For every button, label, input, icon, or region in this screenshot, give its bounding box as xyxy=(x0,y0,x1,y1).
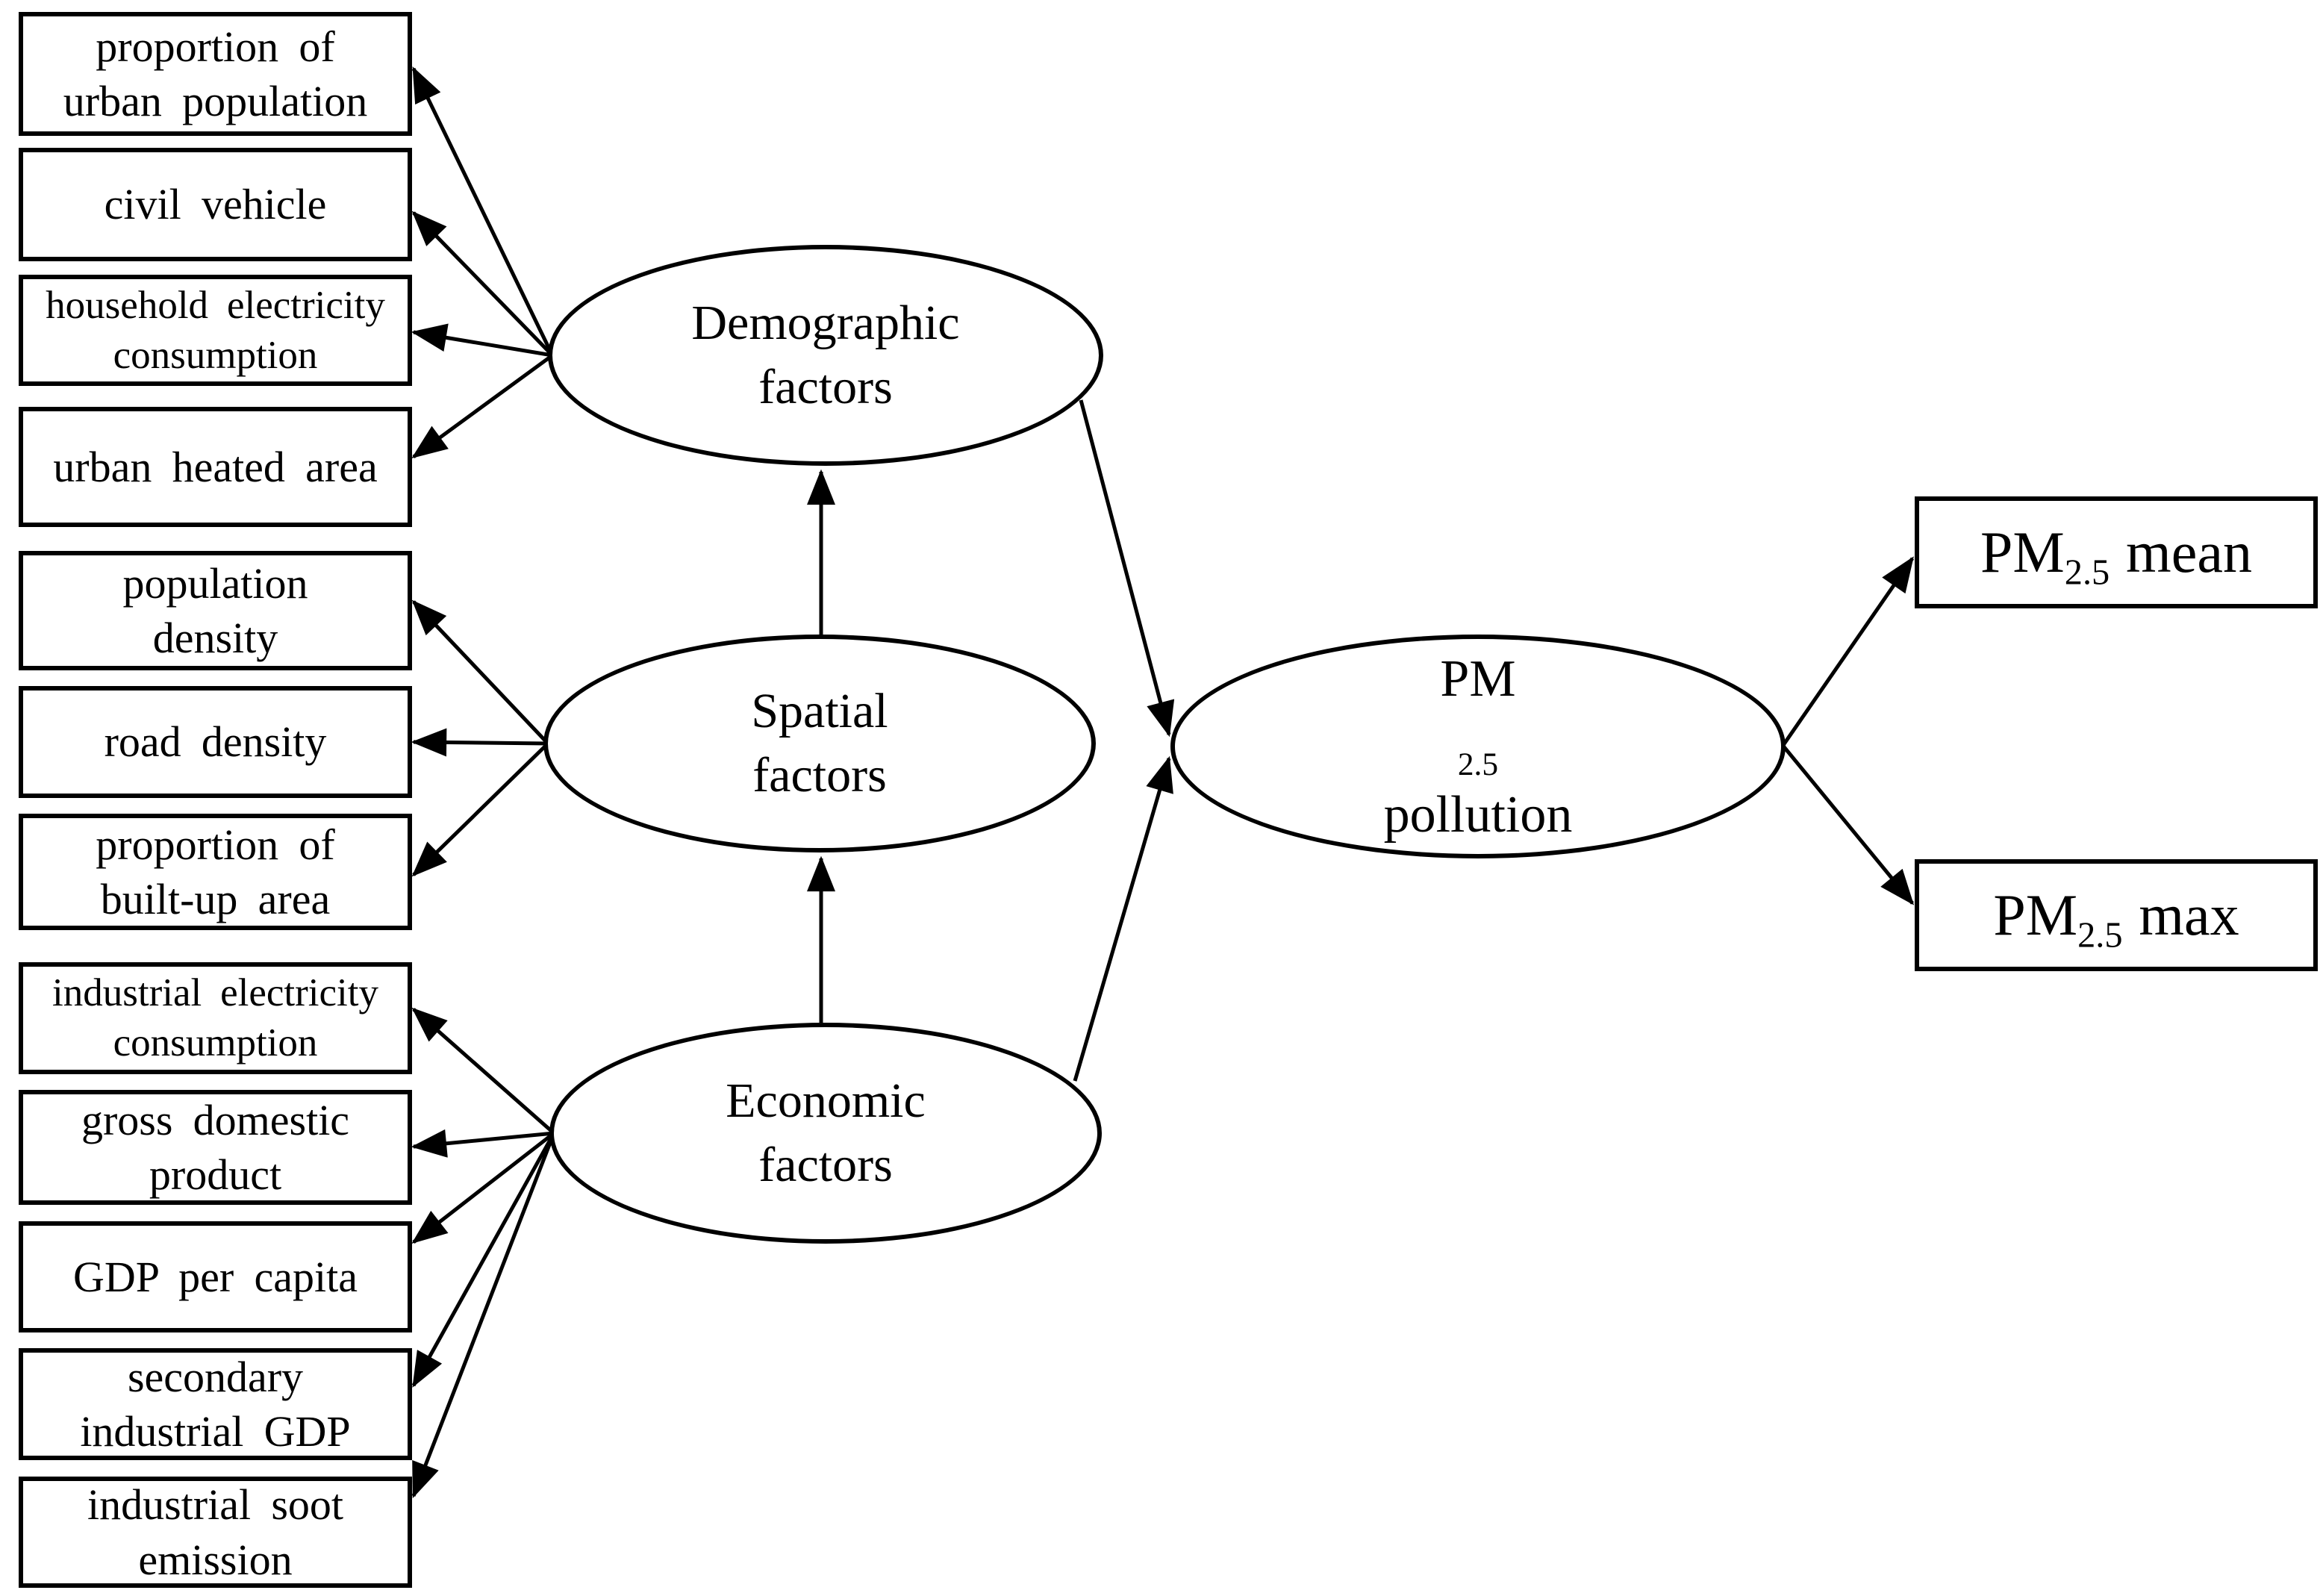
latent-ellipse-economic-factors: Economic factors xyxy=(549,1023,1102,1244)
box-label-line: urban heated area xyxy=(53,442,378,491)
box-label-line: road density xyxy=(104,717,327,767)
indicator-box-proportion-of-urban-population: proportion of urban population xyxy=(19,12,412,136)
indicator-box-household-electricity-consumption: household electricity consumption xyxy=(19,275,412,386)
pm-subscript: 2.5 xyxy=(1457,746,1499,782)
ellipse-label-line: PM 2.5 xyxy=(1440,645,1515,781)
pm-subscript: 2.5 xyxy=(2077,915,2123,956)
indicator-box-secondary-industrial-gdp: secondary industrial GDP xyxy=(19,1348,412,1460)
indicator-box-urban-heated-area: urban heated area xyxy=(19,407,412,527)
ellipse-label-line: Economic xyxy=(726,1073,926,1129)
arrow-spatial-to-proportion-of-built-up-area xyxy=(411,742,549,877)
pm-prefix: PM xyxy=(1440,649,1516,708)
ellipse-label-line: factors xyxy=(758,360,893,414)
outcome-box-pm25-max: PM2.5 max xyxy=(1915,859,2318,971)
indicator-box-road-density: road density xyxy=(19,686,412,798)
ellipse-label-line: factors xyxy=(758,1138,893,1192)
arrow-pm25-pollution-to-pm25-max xyxy=(1774,735,1915,905)
box-label-line: GDP per capita xyxy=(73,1252,358,1301)
box-label-line: consumption xyxy=(113,1021,318,1064)
indicator-box-industrial-soot-emission: industrial soot emission xyxy=(19,1477,412,1588)
arrow-demographic-to-urban-heated-area xyxy=(411,353,554,459)
box-label-line: PM2.5 mean xyxy=(1980,519,2252,590)
indicator-box-gdp-per-capita: GDP per capita xyxy=(19,1221,412,1332)
ellipse-label-line: Spatial xyxy=(751,684,888,739)
indicator-box-gross-domestic-product: gross domestic product xyxy=(19,1090,412,1205)
box-label-line: density xyxy=(152,614,278,662)
arrow-spatial-to-road-density xyxy=(411,728,549,757)
ellipse-label-line: Demographic xyxy=(691,296,960,351)
arrow-economic-to-pm25-pollution xyxy=(1073,755,1173,1082)
ellipse-label-line: pollution xyxy=(1383,785,1573,844)
indicator-box-industrial-electricity-consumption: industrial electricity consumption xyxy=(19,962,412,1074)
indicator-box-population-density: population density xyxy=(19,551,412,670)
box-label-line: population xyxy=(122,558,308,608)
pm-prefix: PM xyxy=(1980,520,2065,585)
arrow-economic-to-industrial-electricity xyxy=(411,1007,555,1135)
latent-ellipse-spatial-factors: Spatial factors xyxy=(543,635,1096,852)
pm-prefix: PM xyxy=(1993,882,2078,947)
box-label-line: emission xyxy=(138,1535,293,1584)
outcome-box-pm25-mean: PM2.5 mean xyxy=(1915,496,2318,608)
box-label-line: industrial soot xyxy=(87,1480,344,1530)
arrow-demographic-to-proportion-of-urban-population xyxy=(411,66,555,357)
pm-suffix: mean xyxy=(2126,520,2252,585)
box-label-line: proportion of xyxy=(96,22,335,71)
box-label-line: gross domestic xyxy=(81,1095,350,1144)
arrow-economic-to-gross-domestic-product xyxy=(411,1129,555,1158)
box-label-line: household electricity xyxy=(46,283,385,327)
arrow-economic-to-gdp-per-capita xyxy=(411,1132,555,1244)
pm-subscript: 2.5 xyxy=(2064,552,2110,593)
outcome-ellipse-pm25-pollution: PM 2.5 pollution xyxy=(1170,635,1786,858)
arrow-demographic-to-pm25-pollution xyxy=(1079,399,1175,738)
arrow-pm25-pollution-to-pm25-mean xyxy=(1773,556,1915,758)
box-label-line: PM2.5 max xyxy=(1993,882,2239,953)
pm-suffix: max xyxy=(2139,882,2239,947)
latent-ellipse-demographic-factors: Demographic factors xyxy=(548,245,1103,466)
ellipse-label-line: factors xyxy=(752,748,887,802)
box-label-line: consumption xyxy=(113,333,318,377)
box-label-line: industrial electricity xyxy=(52,971,378,1015)
box-label-line: urban population xyxy=(63,77,368,125)
indicator-box-proportion-of-built-up-area: proportion of built-up area xyxy=(19,814,412,930)
box-label-line: proportion of xyxy=(96,820,335,869)
indicator-box-civil-vehicle: civil vehicle xyxy=(19,148,412,261)
box-label-line: built-up area xyxy=(100,875,331,923)
arrow-demographic-to-civil-vehicle xyxy=(411,211,554,357)
arrow-spatial-to-population-density xyxy=(411,599,549,745)
arrow-demographic-to-household-electricity xyxy=(411,323,553,358)
box-label-line: civil vehicle xyxy=(104,180,327,229)
box-label-line: product xyxy=(149,1150,282,1199)
box-label-line: industrial GDP xyxy=(80,1407,351,1456)
arrow-economic-to-secondary-industrial-gdp xyxy=(411,1132,556,1388)
arrow-economic-to-industrial-soot-emission xyxy=(411,1132,556,1499)
box-label-line: secondary xyxy=(127,1352,304,1401)
